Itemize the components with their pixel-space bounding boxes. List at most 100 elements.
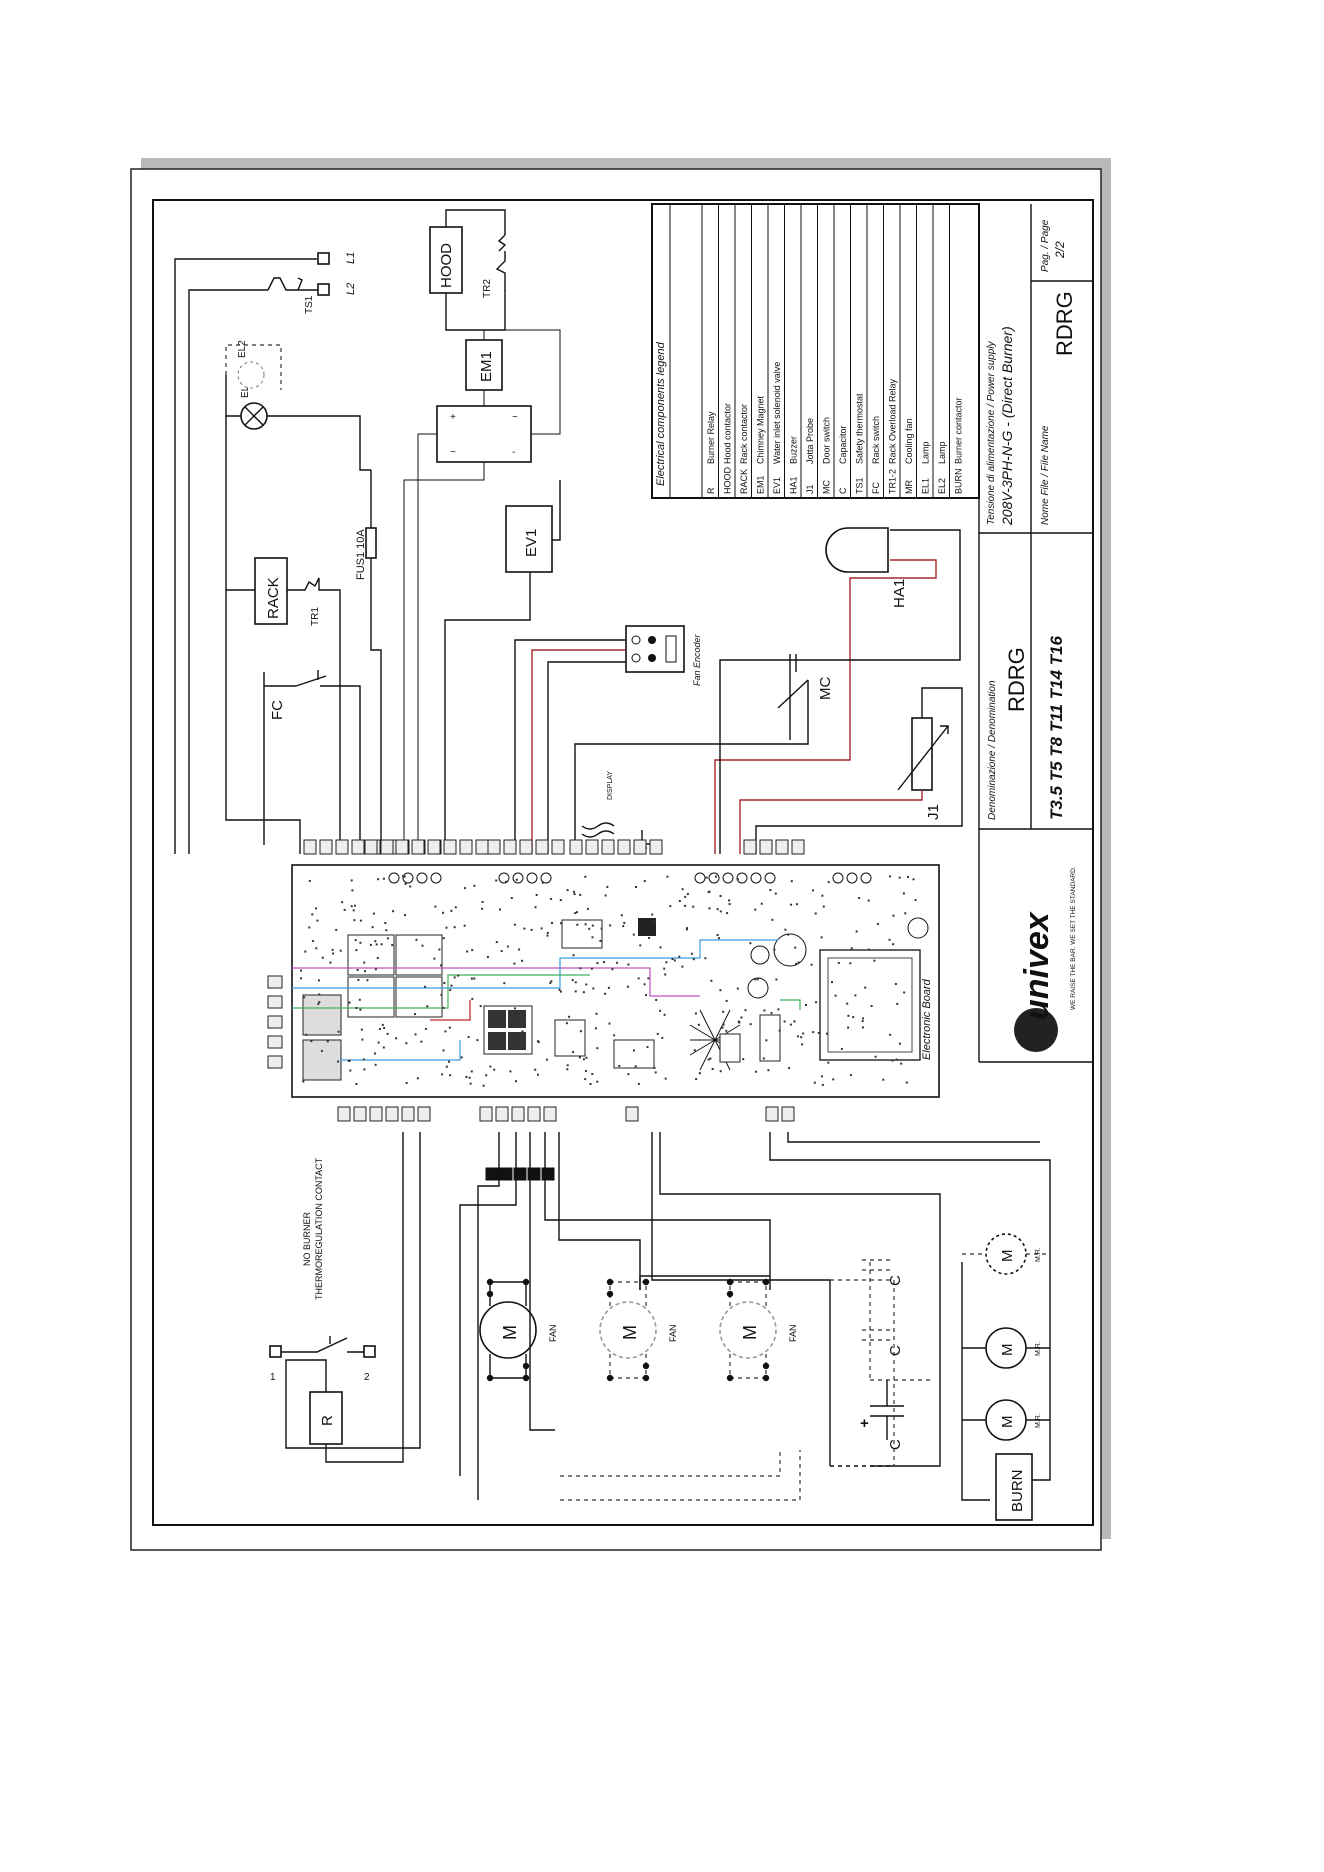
label-mr-1-m: M <box>999 1416 1016 1429</box>
label-mc: MC <box>817 677 834 700</box>
filename-value: RDRG <box>1052 291 1077 356</box>
cooling-circuit: M M.R. M M.R. M M.R. BURN <box>769 1132 1051 1521</box>
label-l2: L2 <box>345 283 357 295</box>
burner-relay-r <box>309 1391 343 1445</box>
em1-chimney-magnet <box>465 339 503 391</box>
label-c2: C <box>887 1345 904 1356</box>
hood-contactor <box>429 226 463 294</box>
legend-code: EL1 <box>921 478 931 494</box>
legend-code: TR1-2 <box>888 469 898 494</box>
label-display: DISPLAY <box>607 771 614 800</box>
label-el2: EL2 <box>237 340 248 358</box>
fan-m-label: M <box>740 1325 760 1340</box>
burn-contactor <box>995 1453 1033 1521</box>
drawing-border <box>152 199 1094 1526</box>
legend-desc: Water inlet solenoid valve <box>772 362 782 464</box>
legend-code: FC <box>871 482 881 494</box>
legend-desc: Chimney Magnet <box>756 395 766 464</box>
label-em1: EM1 <box>478 351 495 382</box>
legend-code: RACK <box>739 469 749 494</box>
label-mr-2-m: M <box>999 1344 1016 1357</box>
svg-text:~: ~ <box>512 412 518 423</box>
brand-logo: univex WE RAISE THE BAR. WE SET THE STAN… <box>1014 866 1077 1052</box>
legend-desc: Jotta Probe <box>805 418 815 464</box>
capacitor-circuit: C + C C <box>651 1132 941 1467</box>
supply-value: 208V-3PH-N-G - (Direct Burner) <box>999 326 1015 526</box>
page-label: Pag. / Page <box>1040 219 1051 272</box>
denomination-value: RDRG <box>1004 647 1029 712</box>
legend-desc: Capacitor <box>838 425 848 464</box>
fus1-fuse <box>365 527 377 559</box>
legend-desc: Burner contactor <box>954 397 964 464</box>
terminal-l2 <box>317 283 330 296</box>
legend-code: C <box>838 487 848 494</box>
label-rack: RACK <box>265 577 282 619</box>
legend-code: HOOD <box>723 466 733 494</box>
ev1-solenoid-valve <box>505 505 553 573</box>
label-c3: C <box>887 1275 904 1286</box>
label-burn: BURN <box>1009 1469 1026 1512</box>
legend-desc: Lamp <box>921 441 931 464</box>
svg-text:+: + <box>450 412 456 423</box>
fan-motor-1: M FAN <box>479 1278 558 1382</box>
burner-relay-circuit: NO BURNER THERMOREGULATION CONTACT 1 2 R <box>269 1132 421 1463</box>
label-fc: FC <box>269 700 286 720</box>
label-el1: EL1 <box>240 380 251 398</box>
label-plus: + <box>860 1415 869 1432</box>
burner-terminal-2 <box>363 1345 376 1358</box>
brand-slogan: WE RAISE THE BAR. WE SET THE STANDARD. <box>1070 866 1077 1010</box>
label-fus1: FUS1 10A <box>355 529 367 580</box>
fan-label: FAN <box>668 1324 678 1342</box>
fan-label: FAN <box>548 1324 558 1342</box>
label-fan-encoder: Fan Encoder <box>692 633 702 686</box>
legend-code: J1 <box>805 484 815 494</box>
legend-title: Electrical components legend <box>655 341 667 486</box>
label-pin-1: 1 <box>270 1372 276 1383</box>
legend-desc: Door switch <box>822 417 832 464</box>
legend-code: MC <box>822 480 832 494</box>
legend-desc: Lamp <box>937 441 947 464</box>
legend-code: R <box>706 487 716 494</box>
el2-lamp <box>237 361 265 389</box>
legend-desc: Burner Relay <box>706 411 716 464</box>
legend-code: EV1 <box>772 477 782 494</box>
fan-m-label: M <box>500 1325 520 1340</box>
ha1-buzzer <box>825 527 889 573</box>
denomination-label: Denominazione / Denomination <box>987 680 998 820</box>
label-ev1: EV1 <box>523 529 540 557</box>
fan-motor-3: M FAN <box>719 1278 798 1382</box>
label-pin-2: 2 <box>364 1372 370 1383</box>
legend-desc: Safety thermostat <box>855 393 865 464</box>
legend-desc: Rack contactor <box>739 404 749 464</box>
legend-code: MR <box>904 480 914 494</box>
label-tr1: TR1 <box>310 607 321 626</box>
sensor-circuit: Fan Encoder MC J1 HA1 DISPLAY <box>514 527 963 854</box>
page-value: 2/2 <box>1053 241 1067 259</box>
fan-label: FAN <box>788 1324 798 1342</box>
svg-text:-: - <box>512 447 515 458</box>
legend-desc: Hood contactor <box>723 403 733 464</box>
brand-name: univex <box>1018 910 1056 1020</box>
legend-desc: Buzzer <box>789 436 799 464</box>
burner-terminal-1 <box>269 1345 282 1358</box>
label-r: R <box>319 1415 336 1426</box>
models-value: T3.5 T5 T8 T11 T14 T16 <box>1047 636 1066 820</box>
supply-label: Tensione di alimentazione / Power supply <box>986 340 997 525</box>
label-ha1: HA1 <box>891 579 908 608</box>
label-electronic-board: Electronic Board <box>921 978 933 1060</box>
em1-rectifier <box>436 405 532 463</box>
legend-code: EL2 <box>937 478 947 494</box>
legend-code: HA1 <box>789 476 799 494</box>
label-ts1: TS1 <box>304 295 315 314</box>
label-l1: L1 <box>345 252 357 264</box>
label-burner-contact-2: THERMOREGULATION CONTACT <box>314 1157 324 1300</box>
label-mr-3-m: M <box>999 1250 1016 1263</box>
top-circuit: L1 L2 TS1 HOOD TR2 EM1 +~ ~- EL1 EL2 FUS… <box>174 209 561 854</box>
legend-desc: Cooling fan <box>904 418 914 464</box>
label-mr-3: M.R. <box>1035 1247 1042 1262</box>
title-block: Tensione di alimentazione / Power supply… <box>978 204 1093 1063</box>
